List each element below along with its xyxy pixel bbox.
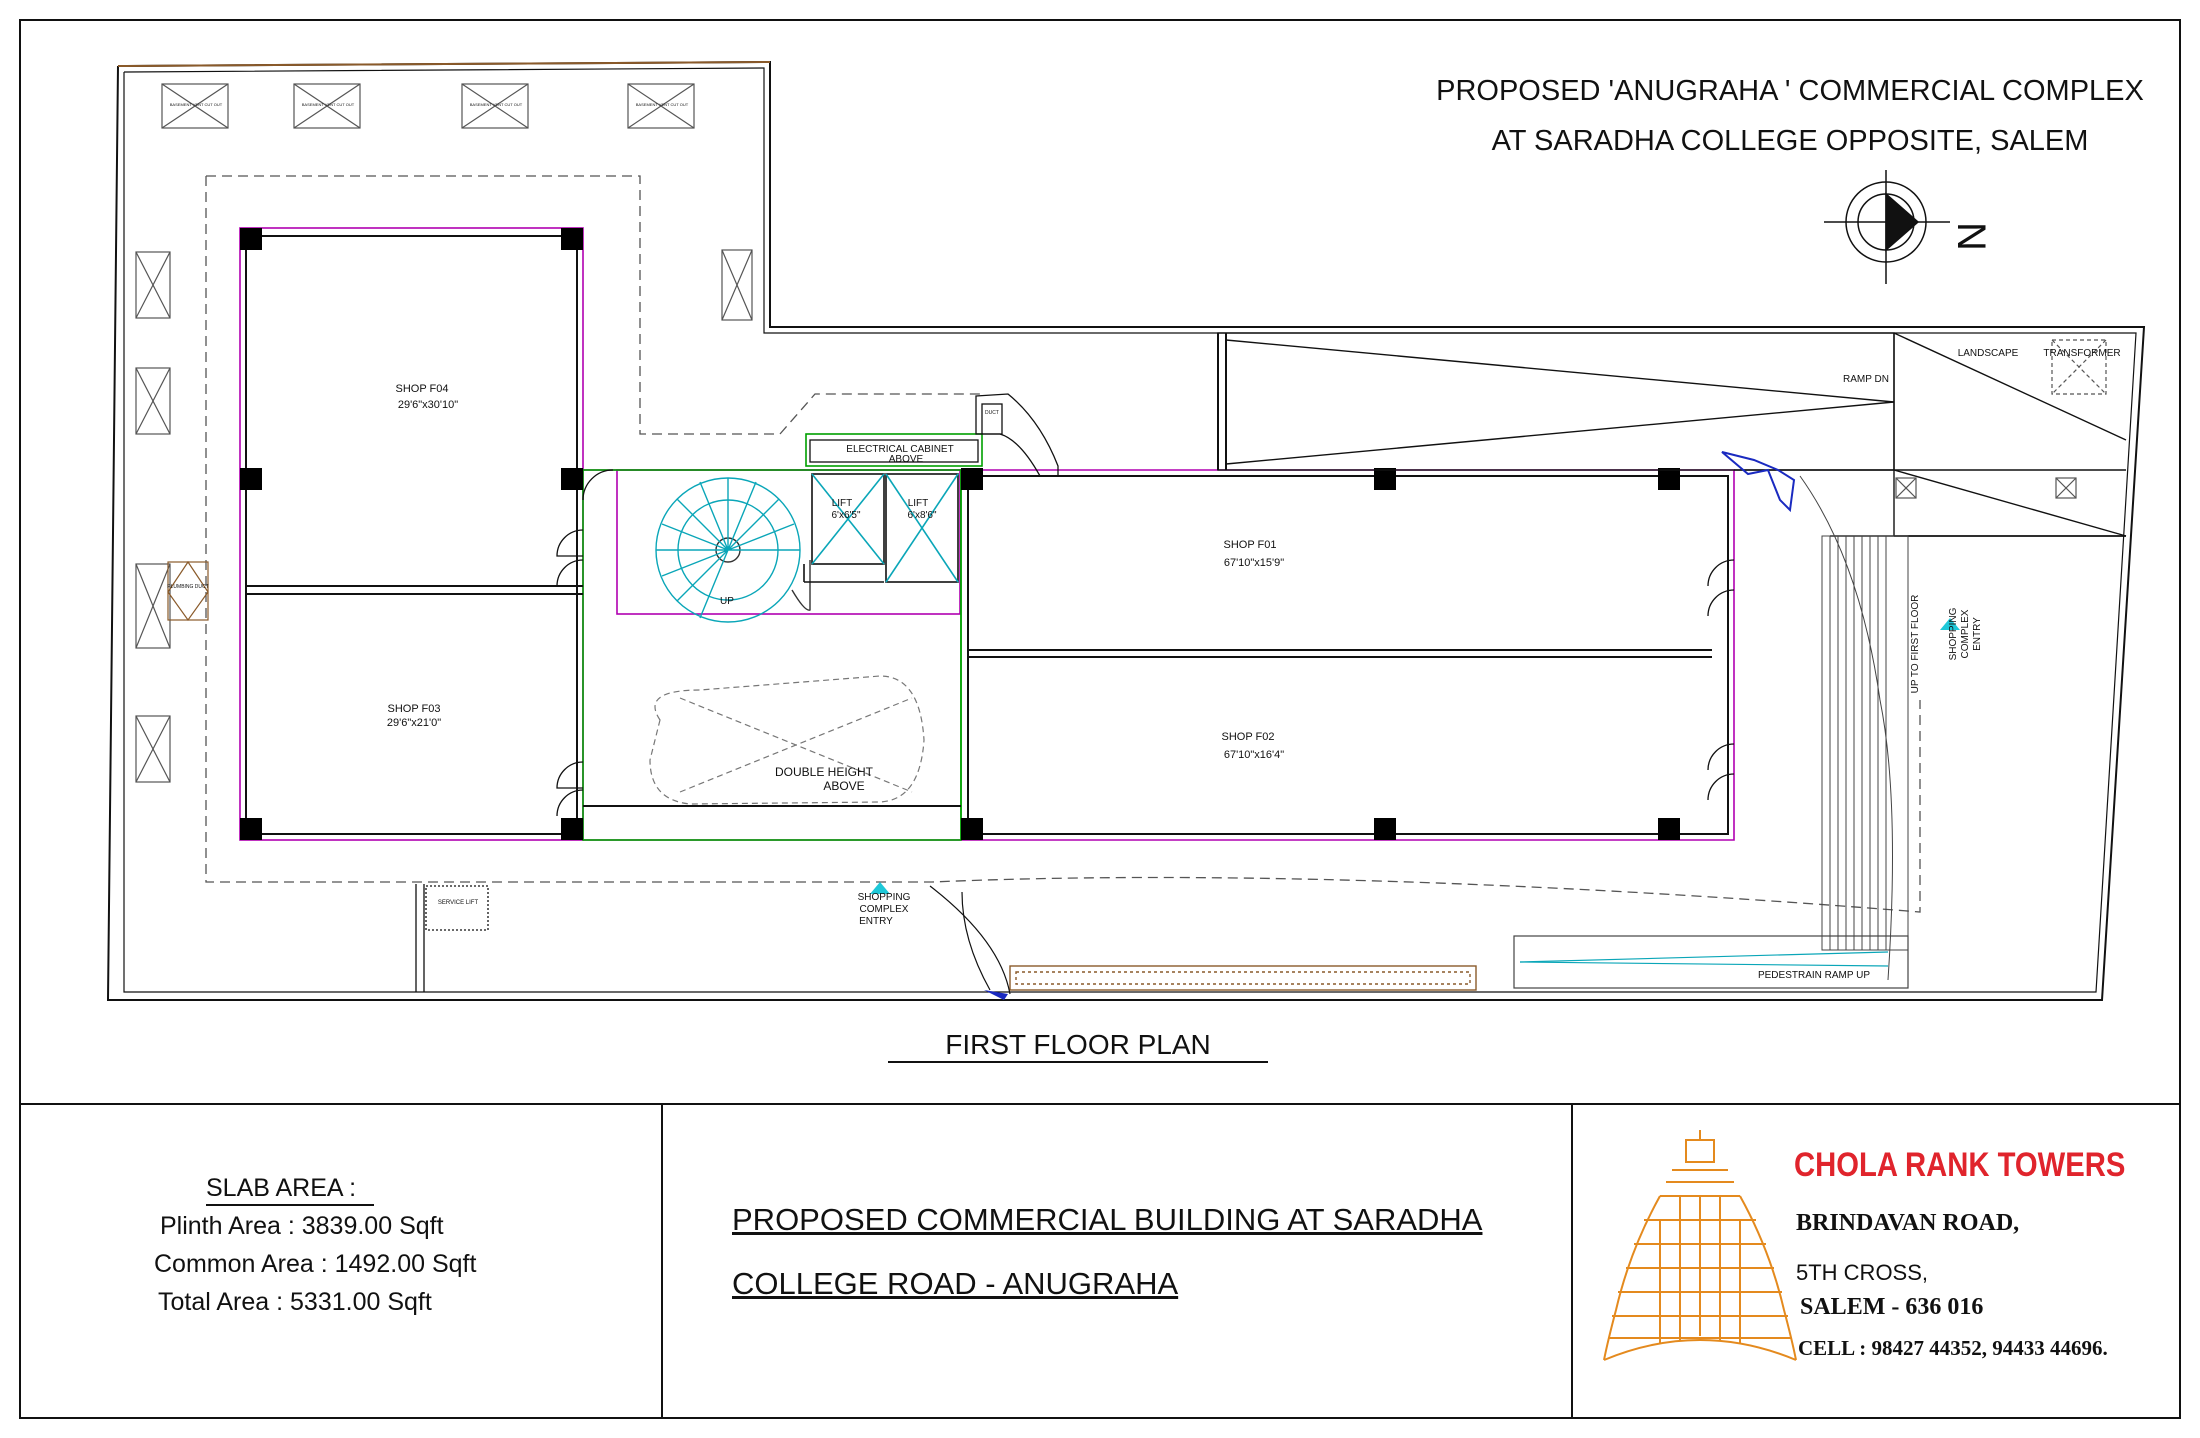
setback-line	[205, 175, 1921, 913]
basement-cutout-label: BASEMENT VENT CUT OUT	[302, 102, 355, 107]
duct-label: DUCT	[985, 410, 999, 416]
pedestrian-ramp-label: PEDESTRAIN RAMP UP	[1758, 970, 1870, 981]
entry-label-right: COMPLEX	[1960, 609, 1971, 658]
entry-label-right: ENTRY	[1972, 617, 1983, 651]
basement-cutouts-left	[135, 249, 753, 783]
shop-f03-size: 29'6"x21'0"	[387, 717, 441, 729]
service-lift-label: SERVICE LIFT	[438, 900, 479, 906]
lift-2-size: 6'x8'6"	[907, 510, 937, 521]
double-height-label: ABOVE	[823, 779, 864, 793]
firm-logo	[1603, 1130, 1797, 1361]
plumbing-duct	[167, 560, 209, 622]
project-title-line2: AT SARADHA COLLEGE OPPOSITE, SALEM	[1492, 125, 2089, 157]
basement-cutouts-top	[161, 83, 695, 129]
double-height-label: DOUBLE HEIGHT	[775, 765, 874, 779]
plumbing-duct-label: PLUMBING DUCT	[167, 584, 208, 590]
shop-f04-size: 29'6"x30'10"	[398, 399, 458, 411]
basement-cutout-label: BASEMENT VENT CUT OUT	[636, 102, 689, 107]
entry-label-right: SHOPPING	[1948, 607, 1959, 660]
firm-address-line2: 5TH CROSS,	[1796, 1260, 1929, 1285]
lift-2-label: LIFT	[908, 498, 929, 509]
north-label: N	[1949, 222, 1993, 251]
total-area: Total Area : 5331.00 Sqft	[158, 1288, 432, 1316]
lift-1-size: 6'x6'5"	[831, 510, 861, 521]
firm-phone: CELL : 98427 44352, 94433 44696.	[1798, 1336, 2108, 1360]
ramp-dn-label: RAMP DN	[1843, 374, 1889, 385]
lift-1-label: LIFT	[832, 498, 853, 509]
blue-marker	[1721, 451, 1796, 513]
electrical-cabinet	[809, 439, 979, 463]
stair-up-label: UP	[720, 596, 734, 607]
entry-arc	[961, 891, 991, 991]
shop-f01-name: SHOP F01	[1224, 539, 1277, 551]
spiral-staircase	[655, 477, 811, 623]
shop-f02-size: 67'10"x16'4"	[1224, 749, 1284, 761]
shop-f04-name: SHOP F04	[396, 383, 449, 395]
basement-cutout-label: BASEMENT VENT CUT OUT	[470, 102, 523, 107]
walls	[245, 235, 1729, 835]
floor-outline	[239, 227, 1735, 841]
service-lift	[415, 884, 489, 992]
shop-f02-name: SHOP F02	[1222, 731, 1275, 743]
transformer-box	[2051, 339, 2107, 395]
duct-box	[975, 393, 1059, 477]
double-height-zone	[649, 675, 925, 805]
up-to-first-floor-label: UP TO FIRST FLOOR	[1910, 595, 1921, 694]
shop-f03-name: SHOP F03	[388, 703, 441, 715]
entry-label-bottom: ENTRY	[859, 916, 893, 927]
entry-triangle	[870, 882, 890, 894]
firm-name: CHOLA RANK TOWERS	[1794, 1146, 2126, 1184]
electrical-cabinet-label: ABOVE	[889, 454, 924, 465]
slab-area-heading: SLAB AREA :	[206, 1174, 357, 1202]
site-boundary	[106, 60, 2146, 1001]
project-name-line2: COLLEGE ROAD - ANUGRAHA	[732, 1266, 1179, 1301]
plan-title: FIRST FLOOR PLAN	[945, 1029, 1211, 1060]
entry-label-bottom: COMPLEX	[860, 904, 909, 915]
basement-cutout-label: BASEMENT VENT CUT OUT	[170, 102, 223, 107]
entry-triangle	[1940, 618, 1960, 630]
lift-shafts	[803, 473, 959, 583]
common-area-outline	[582, 433, 983, 841]
transformer-label: TRANSFORMER	[2043, 348, 2120, 359]
planter-strip	[1009, 965, 1477, 991]
columns	[240, 228, 1680, 840]
entry-steps	[1799, 475, 1909, 981]
doors	[556, 469, 1735, 817]
firm-address-line1: BRINDAVAN ROAD,	[1796, 1210, 2020, 1236]
project-name-line1: PROPOSED COMMERCIAL BUILDING AT SARADHA	[732, 1202, 1483, 1237]
landscape-label: LANDSCAPE	[1958, 348, 2019, 359]
entry-label-bottom: SHOPPING	[858, 892, 911, 903]
ramp-dn-area	[1217, 332, 2127, 537]
small-cutouts	[1895, 477, 2077, 499]
entry-arc	[929, 885, 1011, 995]
blue-marker	[984, 990, 1008, 1000]
project-title-line1: PROPOSED 'ANUGRAHA ' COMMERCIAL COMPLEX	[1436, 75, 2144, 107]
pedestrian-ramp	[1513, 935, 1909, 989]
firm-address-line3: SALEM - 636 016	[1800, 1294, 1984, 1320]
slab-area-underline	[206, 1204, 374, 1206]
shop-f01-size: 67'10"x15'9"	[1224, 557, 1284, 569]
common-area: Common Area : 1492.00 Sqft	[154, 1250, 477, 1278]
sheet-border	[19, 19, 2181, 1419]
electrical-cabinet-label: ELECTRICAL CABINET	[846, 444, 953, 455]
plan-labels: PROPOSED 'ANUGRAHA ' COMMERCIAL COMPLEX …	[167, 75, 2144, 1063]
north-compass	[1824, 170, 1950, 284]
plinth-area: Plinth Area : 3839.00 Sqft	[160, 1212, 444, 1240]
